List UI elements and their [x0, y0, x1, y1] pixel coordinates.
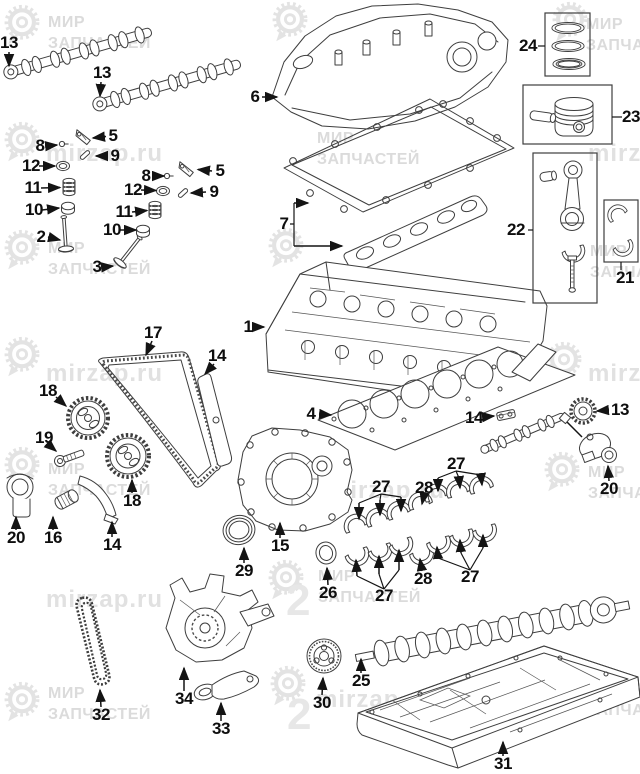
part-intake-gasket — [343, 195, 488, 272]
part-connecting-rod-box — [532, 152, 598, 304]
part-tensioner-20-left — [6, 473, 34, 518]
callout-28: 28 — [414, 569, 432, 588]
callout-27: 27 — [372, 477, 390, 496]
callout-25: 25 — [352, 671, 370, 690]
callout-27: 27 — [461, 567, 479, 586]
part-oil-pump — [165, 573, 275, 663]
part-head-gasket — [317, 343, 576, 451]
callout-9: 9 — [110, 146, 120, 165]
callout-22: 22 — [507, 220, 525, 239]
part-piston-box — [522, 84, 613, 145]
callout-5: 5 — [215, 161, 225, 180]
callout-16: 16 — [44, 528, 62, 547]
part-timing-chain — [98, 351, 221, 488]
callout-20: 20 — [7, 528, 25, 547]
callout-30: 30 — [313, 693, 331, 712]
callout-14: 14 — [208, 346, 226, 365]
callout-10: 10 — [103, 220, 121, 239]
callout-4: 4 — [306, 404, 316, 423]
part-guide-14-right — [496, 409, 516, 421]
callout-arrows — [3, 45, 622, 756]
callout-2: 2 — [36, 227, 46, 246]
part-valve-cover-gasket — [283, 98, 515, 213]
callout-18: 18 — [39, 381, 57, 400]
callout-18: 18 — [123, 491, 141, 510]
callout-10: 10 — [25, 200, 43, 219]
callout-12: 12 — [22, 156, 40, 175]
callout-6: 6 — [250, 87, 260, 106]
part-tensioner-bolt-19 — [54, 449, 85, 467]
callout-32: 32 — [92, 705, 110, 724]
part-camshaft-right — [478, 397, 597, 458]
callout-8: 8 — [141, 166, 151, 185]
part-piston-rings-box — [544, 12, 591, 77]
callout-15: 15 — [271, 536, 289, 555]
watermark-site-text: mirzap.ru — [46, 586, 164, 613]
watermark-site-text: mirzap.ru — [588, 360, 640, 387]
callout-24: 24 — [519, 36, 537, 55]
part-plug-16 — [54, 489, 79, 510]
callout-9: 9 — [209, 182, 219, 201]
callout-13: 13 — [0, 33, 18, 52]
part-oil-pickup — [193, 670, 260, 701]
callout-23: 23 — [622, 107, 640, 126]
callout-12: 12 — [124, 180, 142, 199]
callout-11: 11 — [24, 178, 42, 197]
part-crank-pulley — [306, 638, 342, 674]
watermark-glyph: 2 — [287, 690, 312, 739]
callout-11: 11 — [115, 202, 133, 221]
callout-8: 8 — [35, 136, 45, 155]
callout-21: 21 — [616, 268, 634, 287]
part-cam-sprocket-upper — [66, 396, 110, 440]
callout-17: 17 — [144, 323, 162, 342]
callout-31: 31 — [494, 754, 512, 773]
callout-33: 33 — [212, 719, 230, 738]
watermark-glyph: 2 — [286, 576, 311, 625]
callout-3: 3 — [92, 257, 102, 276]
callout-14: 14 — [103, 535, 121, 554]
part-oil-pump-chain — [75, 596, 111, 686]
callout-34: 34 — [175, 689, 193, 708]
callout-19: 19 — [35, 428, 53, 447]
callout-20: 20 — [600, 479, 618, 498]
callout-7: 7 — [279, 214, 289, 233]
part-front-cover — [237, 427, 353, 532]
part-crankshaft — [354, 596, 631, 667]
callout-29: 29 — [235, 561, 253, 580]
callout-5: 5 — [108, 126, 118, 145]
part-oil-pan — [356, 645, 640, 769]
callout-27: 27 — [375, 586, 393, 605]
callout-28: 28 — [415, 478, 433, 497]
callout-26: 26 — [319, 583, 337, 602]
callout-1: 1 — [243, 317, 253, 336]
callout-14: 14 — [465, 408, 483, 427]
part-cam-sprocket-lower — [105, 433, 151, 479]
part-solenoid-20-right — [558, 411, 617, 463]
part-valve-cover — [271, 3, 509, 130]
callout-13: 13 — [611, 400, 629, 419]
part-front-seal-29 — [222, 514, 256, 546]
callout-27: 27 — [447, 454, 465, 473]
callout-13: 13 — [93, 63, 111, 82]
part-seal-26 — [315, 541, 337, 565]
